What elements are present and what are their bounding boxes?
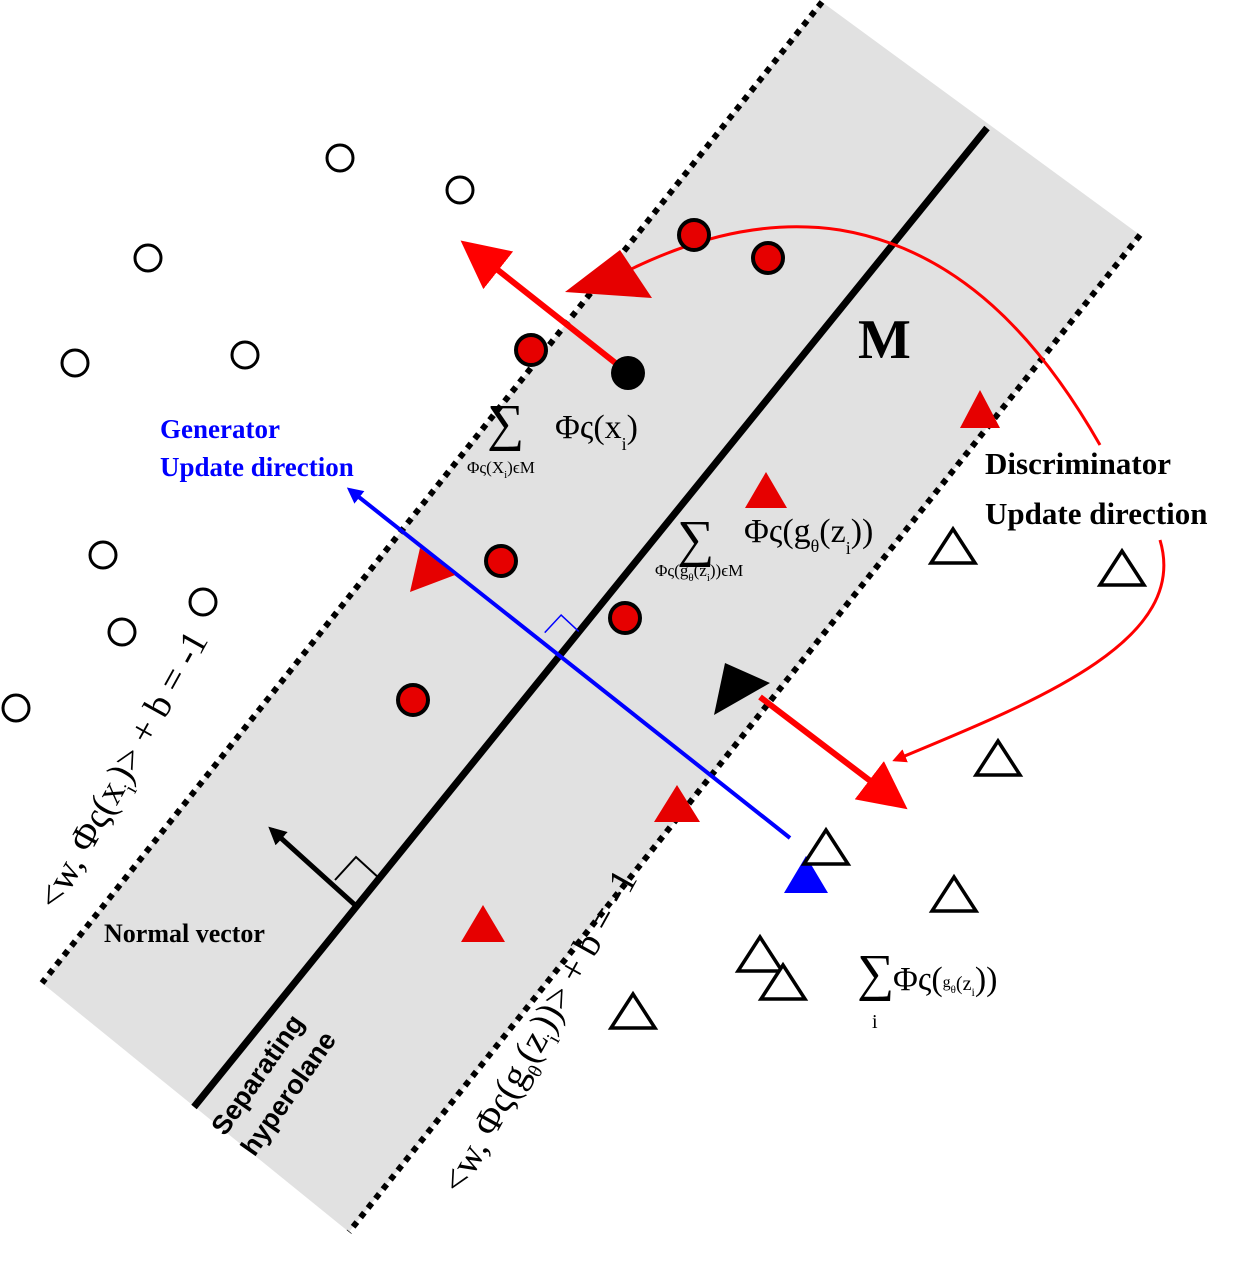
real-mean-point (611, 356, 645, 390)
sum-fake-margin-label: ∑ Φς(gθ(zi)) Φς(gθ(zi))ϵM (655, 511, 873, 584)
real-sample (60, 348, 90, 378)
generator-label-line1: Generator (160, 414, 280, 444)
svg-text:Φς(xi): Φς(xi) (555, 409, 638, 454)
fake-sample (757, 961, 809, 1001)
fake-sample-margin (960, 390, 1000, 428)
margin-boundary-right (346, 233, 1143, 1234)
svg-text:Φς(gθ(zi))ϵM: Φς(gθ(zi))ϵM (655, 561, 743, 584)
discriminator-label-line2: Update direction (985, 496, 1207, 531)
svg-text:Φς(Xi)ϵM: Φς(Xi)ϵM (467, 458, 535, 481)
fake-sample (927, 525, 979, 565)
discriminator-curve-upper (592, 225, 1102, 446)
discriminator-arrow-fake (758, 694, 908, 810)
real-sample (133, 243, 163, 273)
discriminator-label-line1: Discriminator (985, 446, 1171, 481)
right-angle-mark-normal (334, 855, 381, 881)
fake-sample-margin (654, 785, 700, 822)
sum-real-label: ∑ Φς(xi) Φς(Xi)ϵM (467, 395, 638, 481)
real-sample (230, 340, 260, 370)
fake-sample-margin (410, 548, 455, 592)
real-sample (1, 693, 31, 723)
fake-sample (972, 737, 1024, 777)
sum-fake-all-label: ∑ i Φς(gθ(zi)) (857, 945, 997, 1033)
real-sample-margin (677, 218, 711, 252)
real-samples-inside (396, 218, 785, 717)
svg-text:∑: ∑ (677, 511, 714, 568)
generator-label-line2: Update direction (160, 452, 354, 482)
svg-text:∑: ∑ (487, 395, 524, 452)
fake-sample-margin (565, 250, 652, 298)
fake-sample (607, 990, 659, 1030)
margin-boundary-left (39, 0, 825, 985)
fake-sample (928, 873, 980, 913)
margin-label: M (858, 309, 911, 371)
fake-sample (800, 826, 852, 866)
svg-text:i: i (872, 1011, 878, 1033)
separating-hyperplane (191, 125, 990, 1110)
real-sample-margin (396, 683, 430, 717)
real-sample (325, 143, 355, 173)
fake-mean-point (714, 663, 770, 715)
normal-vector-arrow (268, 826, 357, 907)
fake-sample-margin (461, 905, 505, 942)
real-sample (188, 587, 218, 617)
real-sample-margin (608, 601, 642, 635)
fake-sample (734, 933, 786, 973)
svg-text:∑: ∑ (857, 945, 894, 1002)
real-sample-margin (484, 544, 518, 578)
fake-sample-margin (745, 472, 787, 508)
real-sample-margin (751, 241, 785, 275)
real-sample (88, 540, 118, 570)
normal-vector-label: Normal vector (104, 919, 265, 948)
real-sample (445, 175, 475, 205)
real-sample-margin (514, 333, 548, 367)
svg-text:Φς(gθ(zi)): Φς(gθ(zi)) (893, 961, 997, 999)
fake-sample (1096, 547, 1148, 587)
discriminator-curve-lower (892, 539, 1166, 763)
real-sample (107, 617, 137, 647)
generated-mean-point (784, 856, 828, 893)
fake-samples-inside (410, 250, 1000, 942)
generator-update-arrow (346, 487, 792, 840)
right-angle-mark-generator (544, 613, 580, 634)
real-samples-outside (1, 143, 475, 723)
svg-text:Φς(gθ(zi)): Φς(gθ(zi)) (744, 513, 873, 558)
discriminator-arrow-real (460, 240, 620, 368)
fake-samples-outside (607, 525, 1148, 1030)
